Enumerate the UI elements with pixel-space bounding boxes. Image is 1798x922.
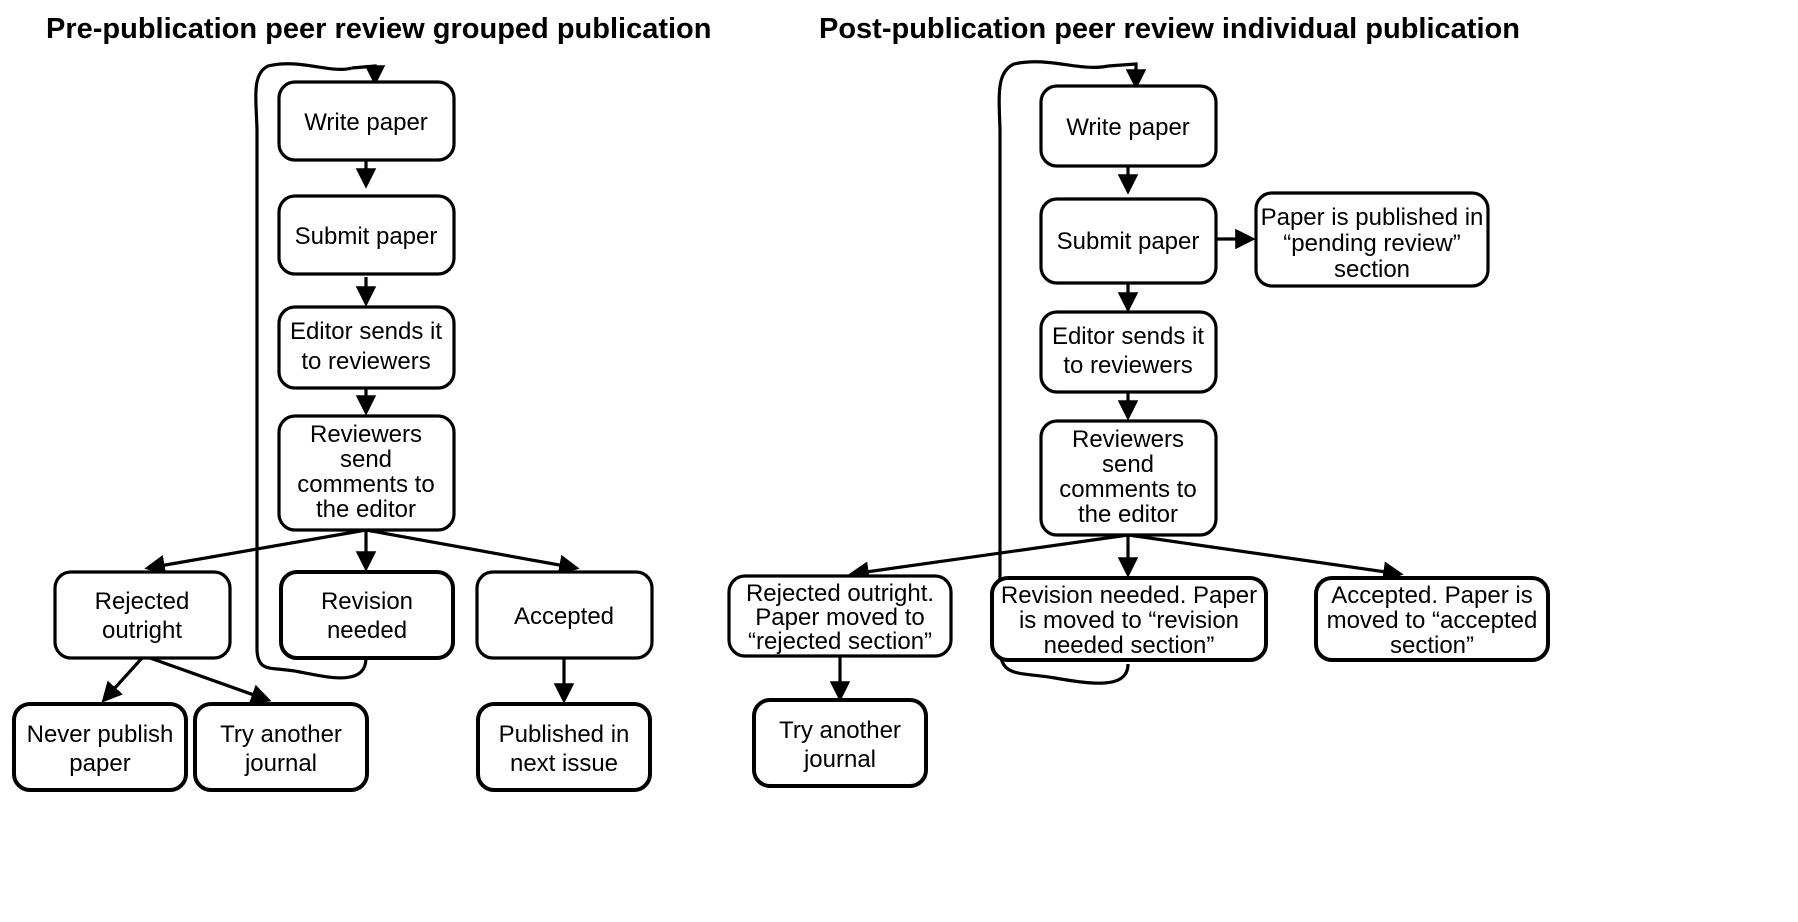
node-revision-section-label-line2: is moved to “revision [1019, 607, 1239, 634]
node-accepted-label: Accepted [514, 603, 614, 630]
edge-reviewers-to-accepted [365, 528, 580, 576]
node-rejected-section-box[interactable] [727, 574, 953, 658]
node-submit-paper[interactable]: Submit paper [277, 194, 456, 276]
node-submit-paper-2-label: Submit paper [1057, 228, 1200, 255]
node-rejected-outright[interactable]: Rejected outright [53, 570, 232, 660]
node-reviewers-send-2-label-line1: Reviewers [1072, 426, 1184, 453]
node-editor-sends-2-box[interactable] [1039, 310, 1218, 394]
node-pending-review-label-line3: section [1334, 256, 1410, 283]
node-editor-sends-box[interactable] [277, 305, 456, 390]
node-never-publish[interactable]: Never publish paper [12, 702, 188, 792]
node-revision-section-label-line3: needed section” [1044, 632, 1215, 659]
node-pending-review-label-line2: “pending review” [1283, 230, 1460, 257]
node-rejected-section-label-line2: Paper moved to [755, 604, 924, 631]
node-rejected-outright-box[interactable] [53, 570, 232, 660]
node-submit-paper-2-box[interactable] [1039, 197, 1218, 285]
node-reviewers-send-label-line2: send [340, 446, 392, 473]
node-editor-sends-2-label-line2: to reviewers [1063, 352, 1192, 379]
node-reviewers-send-label-line1: Reviewers [310, 421, 422, 448]
node-revision-section-label-line1: Revision needed. Paper [1001, 582, 1257, 609]
node-published-next-box[interactable] [476, 702, 652, 792]
node-write-paper-box[interactable] [277, 80, 456, 162]
node-accepted-box[interactable] [475, 570, 654, 660]
node-editor-sends-label-line2: to reviewers [301, 348, 430, 375]
node-try-another-2-box[interactable] [752, 698, 928, 788]
node-accepted[interactable]: Accepted [475, 570, 654, 660]
node-accepted-section[interactable]: Accepted. Paper is moved to “accepted se… [1314, 576, 1550, 662]
node-never-publish-label-line2: paper [69, 750, 130, 777]
node-reviewers-send-2-label-line3: comments to [1059, 476, 1196, 503]
node-reviewers-send-label-line3: comments to [297, 471, 434, 498]
node-write-paper-2-box[interactable] [1039, 84, 1218, 168]
node-submit-paper-2[interactable]: Submit paper [1039, 197, 1218, 285]
node-submit-paper-label: Submit paper [295, 223, 438, 250]
node-pending-review-label-line1: Paper is published in [1261, 204, 1484, 231]
node-rejected-section-label-line1: Rejected outright. [746, 580, 934, 607]
node-try-another[interactable]: Try another journal [193, 702, 369, 792]
node-revision-needed-label-line2: needed [327, 617, 407, 644]
node-reviewers-send-2-label-line2: send [1102, 451, 1154, 478]
node-reviewers-send-2-label-line4: the editor [1078, 501, 1178, 528]
node-reviewers-send-box[interactable] [277, 414, 456, 532]
edge-rejected-to-try-another [149, 656, 272, 705]
node-rejected-outright-label-line2: outright [102, 617, 182, 644]
node-accepted-section-label-line3: section” [1390, 632, 1474, 659]
edge-reviewers-to-accepted-2 [1127, 533, 1404, 582]
node-try-another-2-label-line2: journal [803, 746, 876, 773]
node-write-paper[interactable]: Write paper [277, 80, 456, 162]
panel-title-post-publication: Post-publication peer review individual … [819, 13, 1520, 45]
node-write-paper-2-label: Write paper [1066, 114, 1190, 141]
node-reviewers-send-label-line4: the editor [316, 496, 416, 523]
panel-title-pre-publication: Pre-publication peer review grouped publ… [46, 13, 712, 45]
node-reviewers-send[interactable]: Reviewers send comments to the editor [277, 414, 456, 532]
node-try-another-label-line1: Try another [220, 721, 342, 748]
edge-revision-to-write-arrow-2 [1107, 62, 1147, 90]
node-published-next-label-line2: next issue [510, 750, 618, 777]
node-pending-review[interactable]: Paper is published in “pending review” s… [1254, 191, 1490, 288]
edge-rejected-to-never-publish [101, 656, 144, 703]
node-accepted-section-box[interactable] [1314, 576, 1550, 662]
node-revision-section-box[interactable] [990, 576, 1268, 662]
node-reviewers-send-2-box[interactable] [1039, 419, 1218, 537]
node-revision-section[interactable]: Revision needed. Paper is moved to “revi… [990, 576, 1268, 662]
node-write-paper-label: Write paper [304, 109, 428, 136]
node-accepted-section-label-line2: moved to “accepted [1327, 607, 1538, 634]
node-rejected-section[interactable]: Rejected outright. Paper moved to “rejec… [727, 574, 953, 658]
node-editor-sends[interactable]: Editor sends it to reviewers [277, 305, 456, 390]
node-reviewers-send-2[interactable]: Reviewers send comments to the editor [1039, 419, 1218, 537]
edge-revision-to-write-2 [997, 60, 1130, 685]
node-never-publish-label-line1: Never publish [27, 721, 174, 748]
node-write-paper-2[interactable]: Write paper [1039, 84, 1218, 168]
node-pending-review-box[interactable] [1254, 191, 1490, 288]
node-rejected-outright-label-line1: Rejected [95, 588, 190, 615]
node-rejected-section-label-line3: “rejected section” [748, 628, 932, 655]
node-editor-sends-2-label-line1: Editor sends it [1052, 323, 1204, 350]
edge-revision-to-write-arrow [351, 64, 386, 86]
node-published-next[interactable]: Published in next issue [476, 702, 652, 792]
node-revision-needed[interactable]: Revision needed [279, 570, 455, 660]
node-accepted-section-label-line1: Accepted. Paper is [1331, 582, 1532, 609]
node-revision-needed-box[interactable] [279, 570, 455, 660]
node-editor-sends-2[interactable]: Editor sends it to reviewers [1039, 310, 1218, 394]
node-never-publish-box[interactable] [12, 702, 188, 792]
node-try-another-box[interactable] [193, 702, 369, 792]
node-published-next-label-line1: Published in [499, 721, 630, 748]
node-revision-needed-label-line1: Revision [321, 588, 413, 615]
node-try-another-2[interactable]: Try another journal [752, 698, 928, 788]
node-submit-paper-box[interactable] [277, 194, 456, 276]
edge-revision-to-write [254, 62, 368, 680]
node-editor-sends-label-line1: Editor sends it [290, 318, 442, 345]
node-try-another-2-label-line1: Try another [779, 717, 901, 744]
node-try-another-label-line2: journal [244, 750, 317, 777]
edge-reviewers-to-rejected [144, 528, 367, 576]
edge-reviewers-to-rejected-2 [848, 533, 1129, 582]
